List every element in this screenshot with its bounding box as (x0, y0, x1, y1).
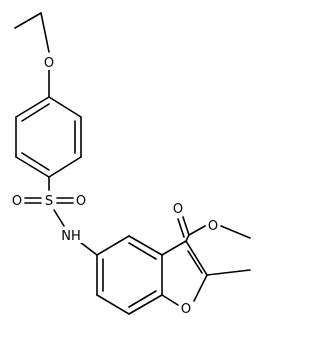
molecule-structure: O O S O NH O O O (10, 12, 251, 317)
bond-ring2-d-inner (128, 290, 157, 308)
bond-ring2-e (96, 294, 130, 315)
bonds (14, 12, 251, 315)
bond-ring1-a (48, 96, 82, 118)
bond-c3-carbonyl (185, 234, 190, 242)
atom-ester-oxygen: O (208, 219, 218, 234)
bond-ring2-b (128, 235, 163, 256)
bond-ring1-d-inner (21, 152, 50, 171)
atom-sulfur: S (45, 194, 53, 209)
atom-sulfonyl-oxygen-left: O (12, 194, 22, 209)
atom-labels: O O S O NH O O O (10, 55, 220, 317)
bond-o-c7a (161, 294, 179, 306)
atom-ether-oxygen: O (44, 56, 54, 71)
bond-carbonyl-o-2 (177, 218, 185, 238)
bond-c3-c2 (185, 240, 208, 276)
bond-c2-o (193, 274, 208, 302)
atom-carbonyl-oxygen: O (173, 202, 183, 217)
bond-ring1-c (48, 156, 82, 178)
atom-sulfonyl-oxygen-right: O (76, 194, 86, 209)
bond-ring1-d (15, 156, 50, 178)
bond-s-n (53, 209, 65, 227)
atom-amine-nh: NH (61, 229, 81, 244)
bond-ethyl (14, 12, 42, 29)
bond-ring1-f-inner (21, 103, 50, 122)
bond-carbonyl-oester (188, 225, 206, 236)
bond-ring2-d (128, 294, 163, 315)
bond-c3-c2-inner (187, 250, 203, 274)
atom-furan-oxygen: O (181, 302, 191, 317)
bond-c2-methyl (206, 269, 251, 276)
bond-ethyl-o (40, 12, 50, 53)
bond-ring2-a (96, 235, 130, 256)
bond-c3a-c3 (161, 240, 187, 256)
bond-ring2-b-inner (128, 242, 157, 260)
bond-n-aryl (79, 241, 98, 256)
bond-oester-methyl (220, 225, 251, 239)
bond-carbonyl-o-1 (182, 216, 190, 236)
bond-ring1-f (15, 96, 50, 118)
